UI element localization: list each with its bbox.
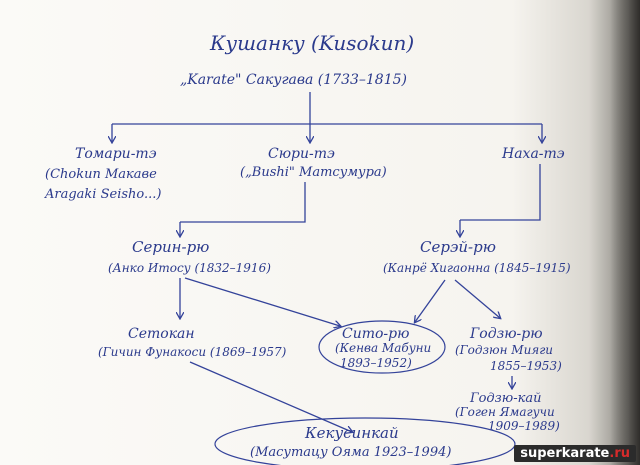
arrow-to-goju <box>454 279 500 318</box>
site-watermark: superkarate.ru <box>514 445 636 462</box>
tomari-line2: (Chokun Макаве <box>45 167 157 182</box>
shotokan-title: Сетокан <box>128 326 195 342</box>
shuri-line2: („Bushi" Матсумура) <box>240 165 387 180</box>
arrow-to-kyokushin <box>189 361 352 432</box>
shito-highlight-ring <box>318 320 446 374</box>
watermark-main: superkarate <box>520 446 610 461</box>
kyokushin-highlight-ring <box>214 417 516 465</box>
tomari-line3: Aragaki Seisho...) <box>44 187 161 202</box>
goju-title: Годзю-рю <box>469 326 543 342</box>
shito-line3: 1893–1952) <box>340 356 412 370</box>
shito-title: Сито-рю <box>342 326 409 342</box>
naha-title: Наха-тэ <box>501 146 565 162</box>
arrow-shorei-to-shito <box>415 279 446 322</box>
shito-line2: (Кенва Мабуни <box>335 341 431 355</box>
shorei-line2: (Канрё Хигаонна (1845–1915) <box>383 261 571 275</box>
shuri-connector-line <box>180 182 306 223</box>
naha-connector-line <box>460 164 541 221</box>
tomari-title: Томари-тэ <box>75 146 157 162</box>
gojukai-line3: 1909–1989) <box>488 419 560 433</box>
watermark-tld: .ru <box>609 446 630 461</box>
root-subtitle: „Karate" Сакугава (1733–1815) <box>180 72 407 88</box>
shuri-title: Сюри-тэ <box>268 146 335 162</box>
arrow-shorin-to-shito <box>184 277 340 326</box>
root-title: Кушанку (Kusokun) <box>209 31 414 55</box>
paper-edge-shadow <box>610 0 640 465</box>
kyokushin-line2: (Масутацу Ояма 1923–1994) <box>250 445 451 460</box>
goju-line3: 1855–1953) <box>490 359 562 373</box>
gojukai-line2: (Гоген Ямагучи <box>455 405 555 419</box>
shorei-title: Серэй-рю <box>420 238 496 256</box>
shorin-line2: (Анко Итосу (1832–1916) <box>108 261 271 275</box>
shotokan-line2: (Гичин Фунакоси (1869–1957) <box>98 345 287 359</box>
goju-line2: (Годзюн Мияги <box>455 343 553 357</box>
shorin-title: Серин-рю <box>132 238 209 256</box>
kyokushin-title: Кекусинкай <box>304 424 399 442</box>
gojukai-title: Годзю-кай <box>469 391 542 406</box>
